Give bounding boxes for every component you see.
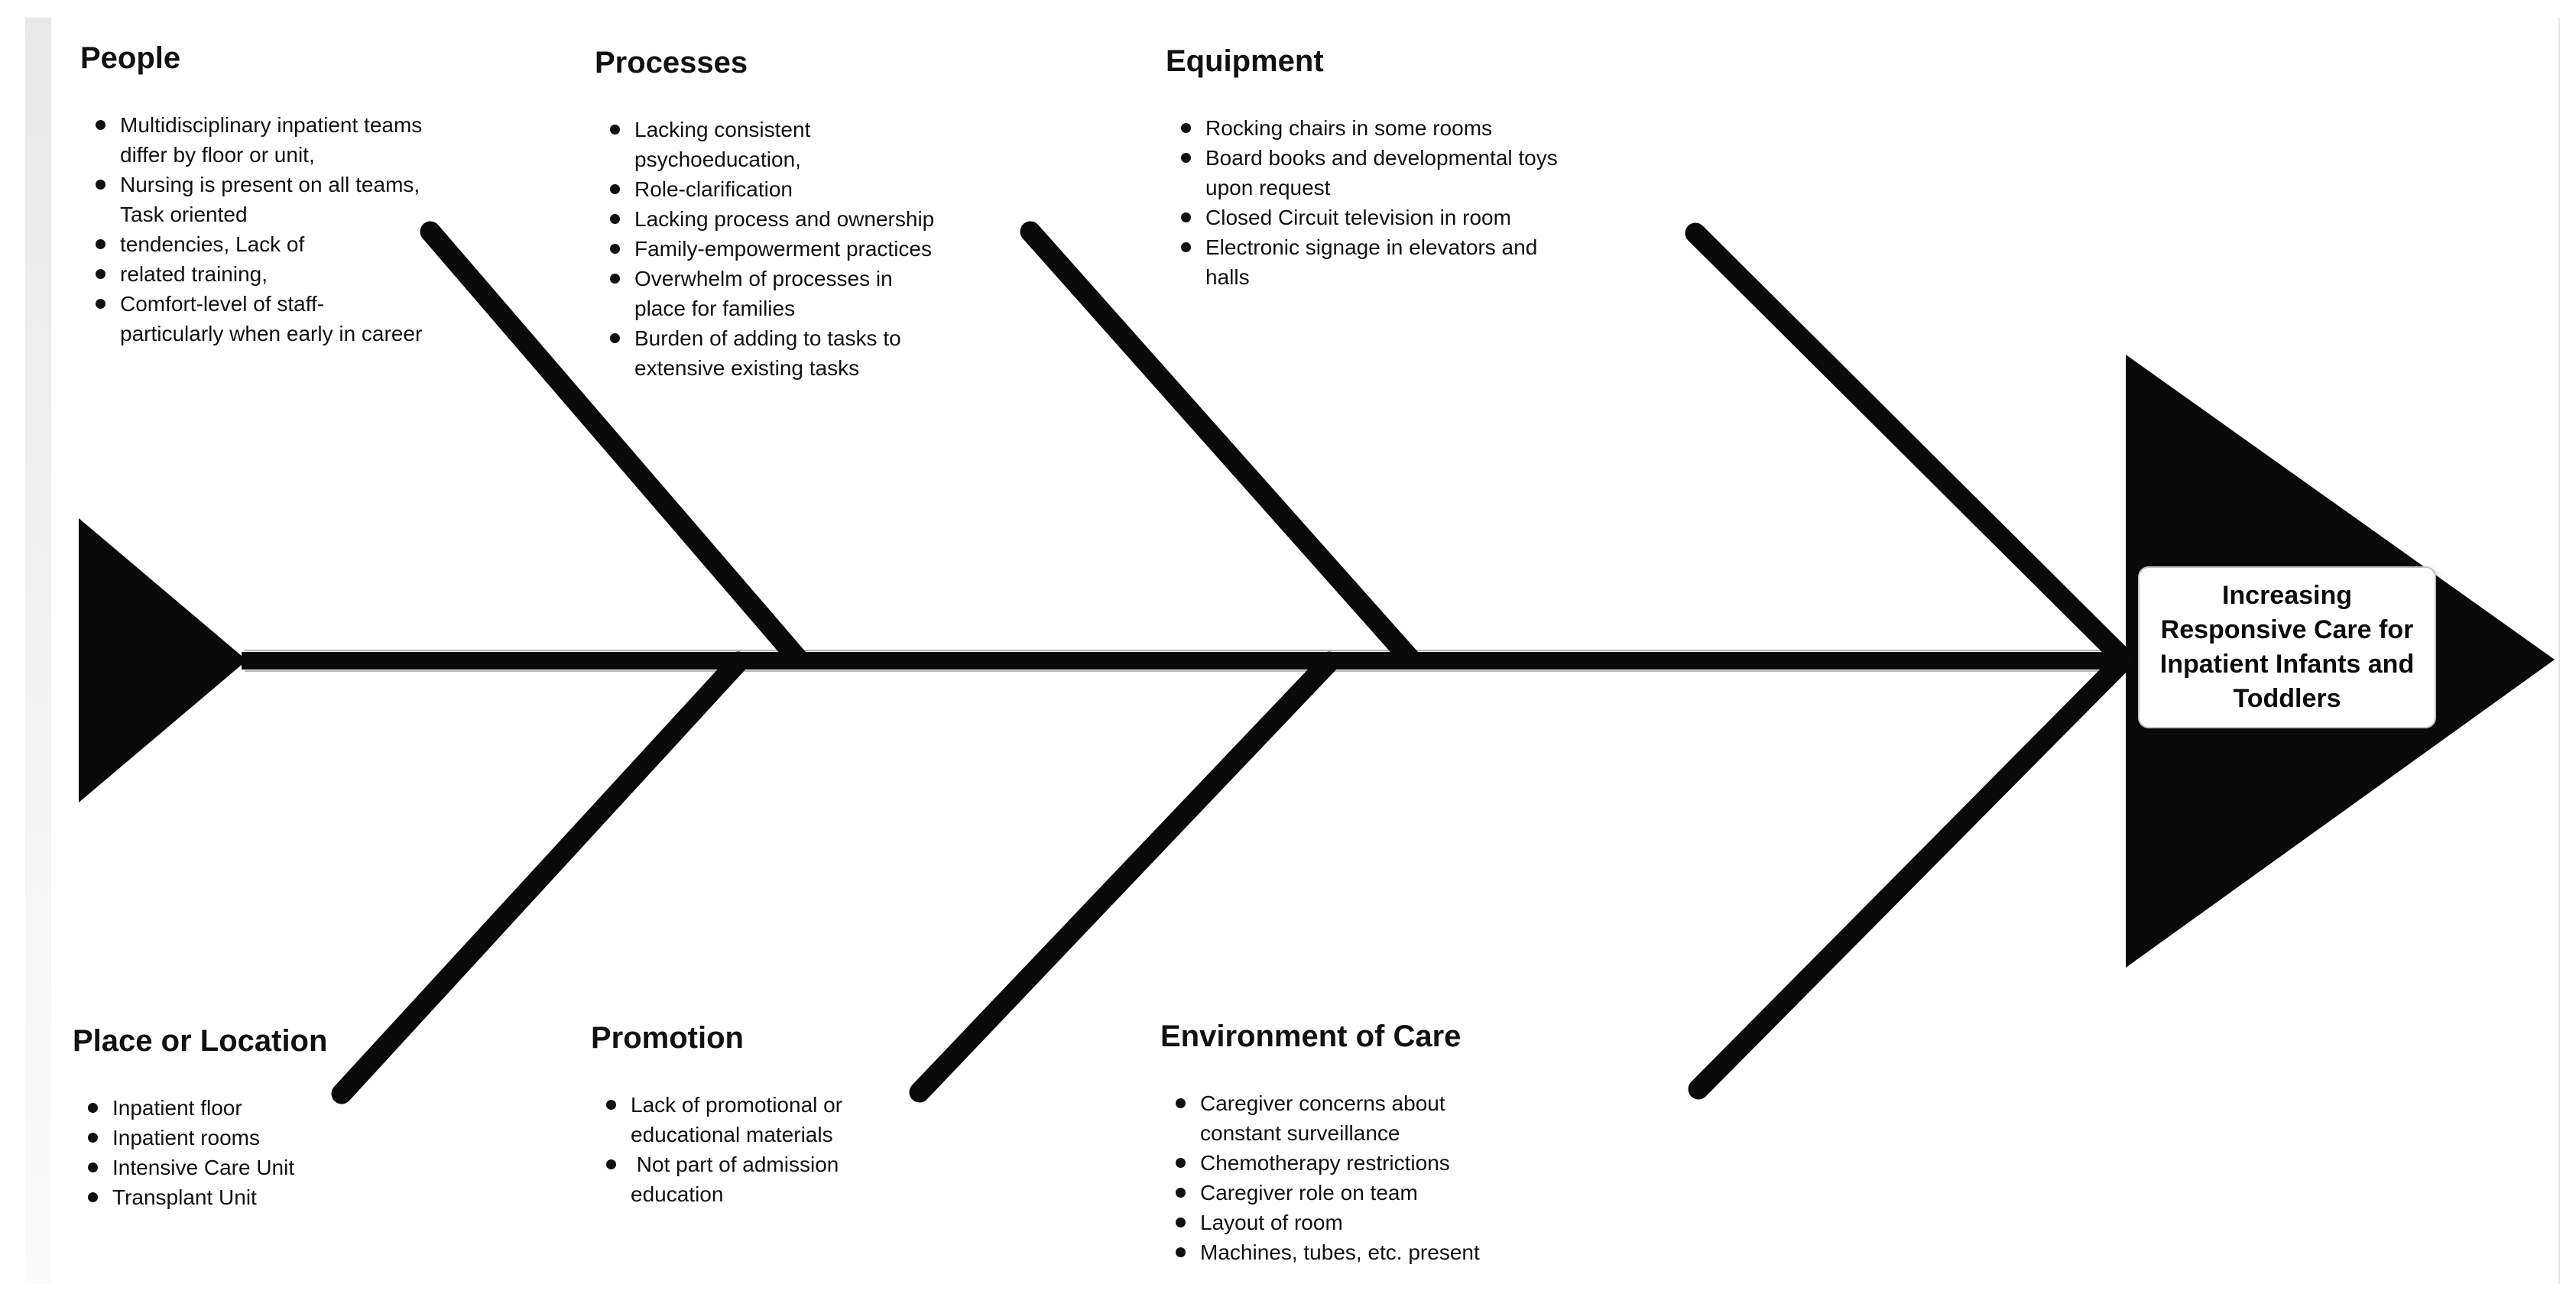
list-item: Caregiver role on team — [1176, 1178, 1521, 1208]
section-title-processes: Processes — [595, 46, 748, 79]
list-item: Multidisciplinary inpatient teams differ… — [96, 110, 426, 170]
rib-promotion — [909, 651, 1340, 1103]
section-title-people: People — [80, 41, 181, 75]
list-item: Machines, tubes, etc. present — [1176, 1237, 1521, 1267]
rib-environment-of-care — [1688, 650, 2134, 1100]
list-item: Lack of promotional or educational mater… — [606, 1090, 883, 1149]
bullet-list-place-or-location: Inpatient floor Inpatient rooms Intensiv… — [73, 1093, 403, 1212]
list-item: Board books and developmental toys upon … — [1181, 143, 1565, 203]
bullet-list-people: Multidisciplinary inpatient teams differ… — [80, 110, 426, 349]
list-item: tendencies, Lack of — [96, 229, 426, 259]
list-item: Closed Circuit television in room — [1181, 203, 1565, 232]
list-item: related training, — [96, 259, 426, 289]
effect-label-text: Increasing Responsive Care for Inpatient… — [2159, 581, 2415, 713]
page-right-edge-line — [2558, 18, 2560, 1284]
rib-processes — [1020, 221, 1421, 670]
section-environment-of-care: Environment of Care Caregiver concerns a… — [1160, 1018, 1521, 1267]
list-item: Role-clarification — [610, 174, 940, 204]
section-equipment: Equipment Rocking chairs in some rooms B… — [1166, 43, 1565, 292]
rib-equipment — [1685, 222, 2134, 670]
fish-tail-triangle — [79, 518, 247, 803]
list-item: Lacking process and ownership — [610, 204, 940, 234]
bullet-list-environment-of-care: Caregiver concerns about constant survei… — [1160, 1088, 1521, 1267]
rib-place-or-location — [331, 651, 749, 1104]
section-title-environment-of-care: Environment of Care — [1160, 1020, 1462, 1053]
list-item: Chemotherapy restrictions — [1176, 1148, 1521, 1178]
list-item: Layout of room — [1176, 1208, 1521, 1237]
list-item: Inpatient floor — [88, 1093, 403, 1123]
list-item: Not part of admission education — [606, 1149, 883, 1209]
effect-label-box: Increasing Responsive Care for Inpatient… — [2138, 566, 2436, 728]
list-item: Comfort-level of staff- particularly whe… — [96, 289, 426, 349]
list-item: Transplant Unit — [88, 1182, 403, 1212]
list-item: Rocking chairs in some rooms — [1181, 113, 1565, 143]
section-people: People Multidisciplinary inpatient teams… — [80, 40, 426, 349]
section-promotion: Promotion Lack of promotional or educati… — [591, 1020, 883, 1209]
bullet-list-promotion: Lack of promotional or educational mater… — [591, 1090, 883, 1209]
section-title-equipment: Equipment — [1166, 44, 1324, 78]
section-processes: Processes Lacking consistent psychoeduca… — [595, 44, 940, 383]
list-item: Intensive Care Unit — [88, 1153, 403, 1182]
list-item: Nursing is present on all teams, Task or… — [96, 170, 426, 229]
section-title-promotion: Promotion — [591, 1021, 744, 1055]
list-item: Burden of adding to tasks to extensive e… — [610, 323, 940, 383]
list-item: Caregiver concerns about constant survei… — [1176, 1088, 1521, 1148]
fish-spine — [242, 652, 2128, 670]
list-item: Inpatient rooms — [88, 1123, 403, 1153]
bullet-list-equipment: Rocking chairs in some rooms Board books… — [1166, 113, 1565, 292]
bullet-list-processes: Lacking consistent psychoeducation, Role… — [595, 115, 940, 383]
list-item: Electronic signage in elevators and hall… — [1181, 232, 1565, 292]
page-left-edge-strip — [25, 18, 51, 1284]
rib-people — [420, 221, 809, 670]
list-item: Lacking consistent psychoeducation, — [610, 115, 940, 174]
list-item: Overwhelm of processes in place for fami… — [610, 264, 940, 323]
section-place-or-location: Place or Location Inpatient floor Inpati… — [73, 1023, 403, 1212]
section-title-place-or-location: Place or Location — [73, 1024, 328, 1058]
list-item: Family-empowerment practices — [610, 234, 940, 264]
